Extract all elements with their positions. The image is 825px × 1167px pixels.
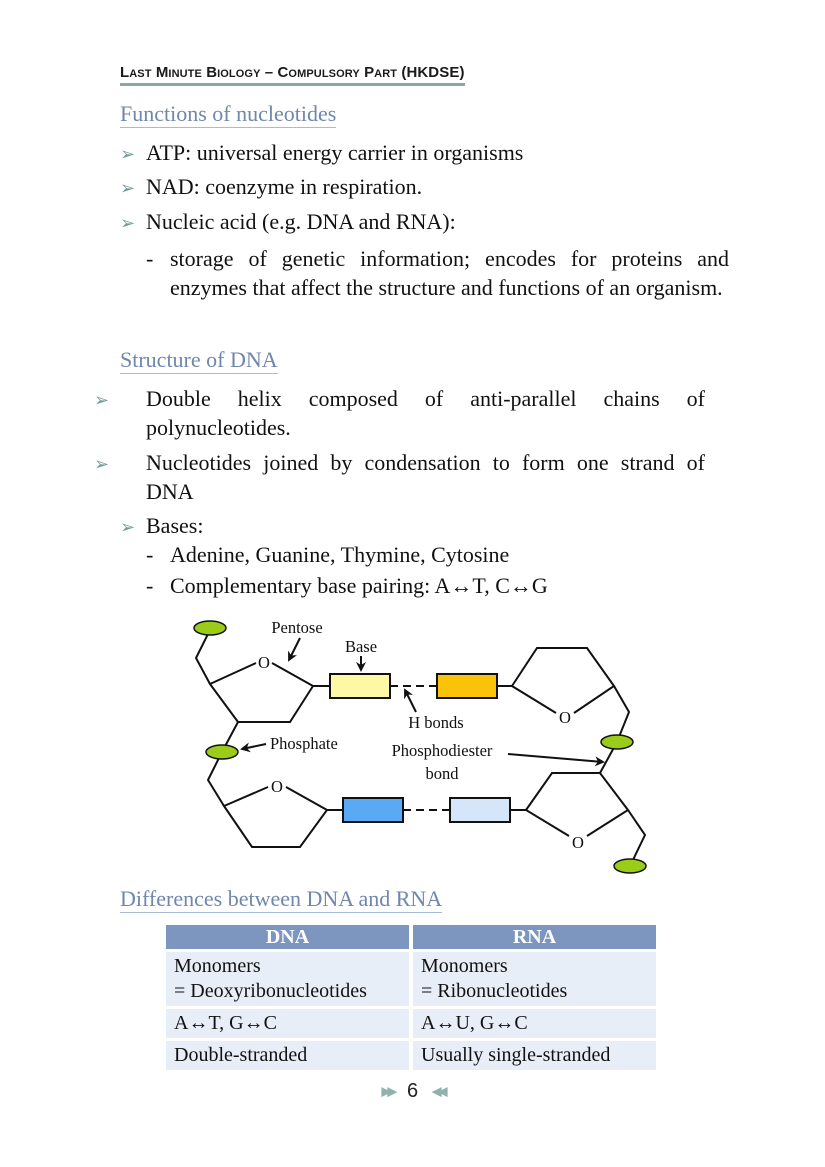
bullet-text: ATP: universal energy carrier in organis…: [146, 140, 524, 165]
oxygen-label: O: [258, 653, 270, 672]
header-dna: DNA: [166, 925, 409, 949]
right-ornament-icon: ▶▶: [381, 1083, 397, 1099]
bullet-text: Double helix composed of anti-parallel c…: [146, 386, 705, 440]
page-footer: ▶▶ 6 ◀◀: [0, 1080, 825, 1103]
dash-marker: -: [146, 246, 154, 271]
dna-structure-diagram: O O O O Pentose Base H bonds Phosphate P…: [193, 618, 647, 874]
table-cell: Usually single-stranded: [413, 1041, 656, 1070]
table-row: Monomers = Deoxyribonucleotides Monomers…: [166, 952, 656, 1006]
pentose-arrow: [288, 637, 301, 662]
table-cell: Double-stranded: [166, 1041, 409, 1070]
phosphate-bottom-right: [613, 858, 647, 874]
sub-item: -Adenine, Guanine, Thymine, Cytosine: [146, 541, 729, 570]
base-label: Base: [345, 637, 377, 656]
left-ornament-icon: ◀◀: [431, 1083, 448, 1099]
phosphate-top-left: [193, 620, 227, 636]
sub-item: -storage of genetic information; encodes…: [146, 245, 729, 302]
phosphodiester-label-line2: bond: [426, 764, 460, 783]
phosphate-label: Phosphate: [270, 734, 338, 753]
oxygen-label: O: [559, 708, 571, 727]
arrow-bullet-icon: ➢: [120, 517, 136, 537]
arrow-bullet-icon: ➢: [120, 178, 136, 198]
bottom-left-backbone: [206, 751, 225, 807]
arrow-bullet-icon: ➢: [94, 390, 110, 410]
top-right-backbone: [613, 685, 631, 743]
table-row: A↔T, G↔C A↔U, G↔C: [166, 1009, 656, 1038]
dash-marker: -: [146, 573, 154, 598]
phosphate-middle-left: [205, 744, 239, 760]
base-bottom-left: [342, 797, 404, 823]
phosphate-arrow: [240, 742, 267, 753]
bottom-right-backbone: [627, 809, 647, 865]
h-bonds-label: H bonds: [408, 713, 463, 732]
section-title-functions: Functions of nucleotides: [120, 101, 337, 128]
header-rna: RNA: [413, 925, 656, 949]
dash-marker: -: [146, 542, 154, 567]
pentose-label: Pentose: [271, 618, 322, 637]
running-head: Last Minute Biology – Compulsory Part (H…: [120, 64, 465, 86]
sub-item-text: storage of genetic information; encodes …: [170, 246, 729, 300]
sub-item: -Complementary base pairing: A↔T, C↔G: [146, 572, 729, 601]
bullet-text: Nucleic acid (e.g. DNA and RNA):: [146, 209, 456, 234]
phosphate-middle-right: [600, 734, 634, 750]
bullet-item: ➢ NAD: coenzyme in respiration.: [120, 173, 705, 202]
sub-item-text: Complementary base pairing: A↔T, C↔G: [170, 573, 548, 598]
arrow-bullet-icon: ➢: [120, 213, 136, 233]
top-left-sugar-ring: [208, 662, 315, 723]
bullet-item: ➢ Nucleic acid (e.g. DNA and RNA):: [120, 208, 705, 237]
oxygen-label: O: [271, 777, 283, 796]
base-bottom-right: [449, 797, 511, 823]
bottom-right-sugar-ring: [524, 772, 630, 837]
top-right-sugar-ring: [510, 647, 616, 714]
base-top-right: [436, 673, 498, 699]
table-cell: A↔T, G↔C: [166, 1009, 409, 1038]
phosphodiester-label: Phosphodiester: [392, 741, 493, 760]
bullet-item: ➢ Bases:: [120, 512, 705, 541]
bullet-item: ➢ ATP: universal energy carrier in organi…: [120, 139, 705, 168]
phosphodiester-arrow: [507, 753, 605, 767]
table-cell: Monomers = Deoxyribonucleotides: [166, 952, 409, 1006]
arrow-bullet-icon: ➢: [120, 144, 136, 164]
bottom-left-sugar-ring: [222, 786, 329, 848]
table-header-row: DNA RNA: [166, 925, 656, 949]
bullet-item: ➢ Double helix composed of anti-parallel …: [94, 385, 705, 442]
page-number: 6: [406, 1080, 419, 1102]
oxygen-label: O: [572, 833, 584, 852]
section-title-structure: Structure of DNA: [120, 347, 278, 374]
sub-item-text: Adenine, Guanine, Thymine, Cytosine: [170, 542, 510, 567]
top-left-backbone: [194, 629, 211, 685]
bullet-text: Bases:: [146, 513, 204, 538]
base-top-left: [329, 673, 391, 699]
dna-rna-comparison-table: DNA RNA Monomers = Deoxyribonucleotides …: [162, 922, 660, 1073]
section-title-differences: Differences between DNA and RNA: [120, 886, 443, 913]
table-cell: A↔U, G↔C: [413, 1009, 656, 1038]
table-cell: Monomers = Ribonucleotides: [413, 952, 656, 1006]
bullet-text: NAD: coenzyme in respiration.: [146, 174, 423, 199]
bullet-text: Nucleotides joined by condensation to fo…: [146, 450, 705, 504]
table-row: Double-stranded Usually single-stranded: [166, 1041, 656, 1070]
arrow-bullet-icon: ➢: [94, 454, 110, 474]
h-bonds-arrow: [404, 688, 417, 713]
bullet-item: ➢ Nucleotides joined by condensation to f…: [94, 449, 705, 506]
